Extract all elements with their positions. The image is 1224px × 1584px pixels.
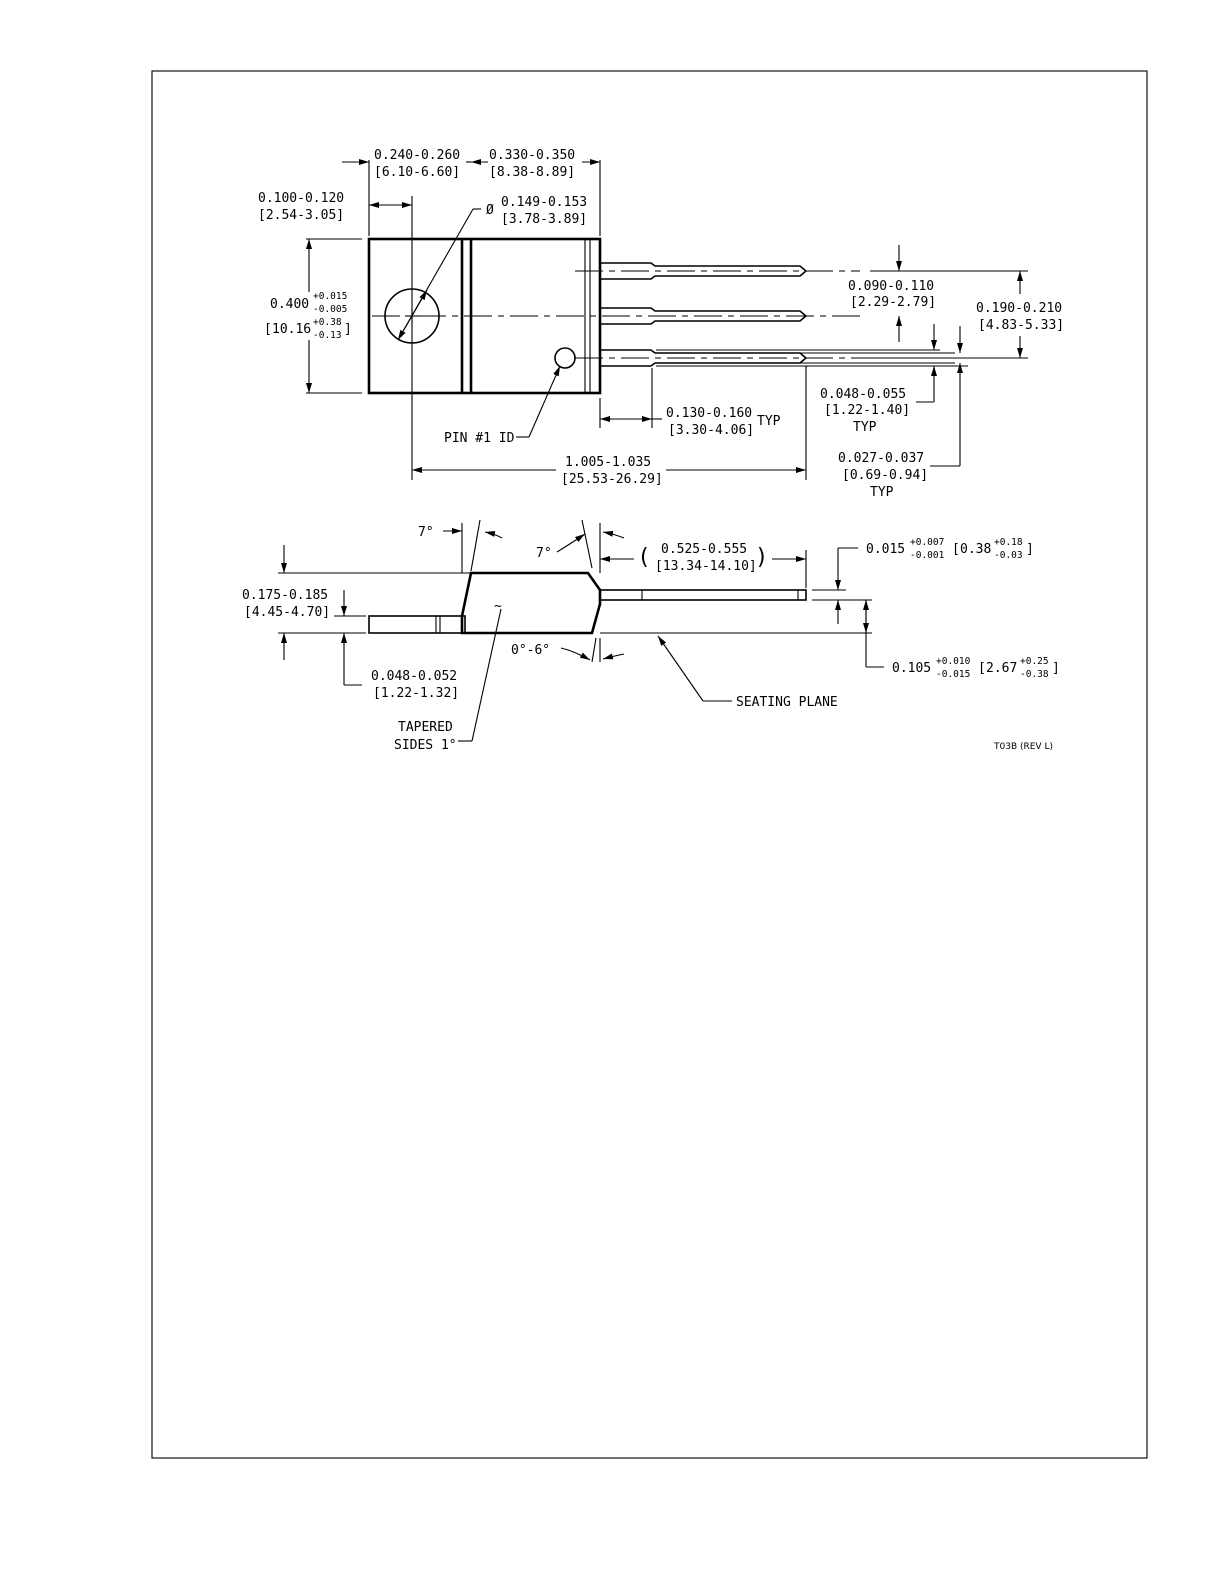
seating-height-mm-minus: -0.38 bbox=[1020, 669, 1049, 680]
side-view: 7° 7° ( 0.525-0.555 [13.34-14.10] ) 0.01… bbox=[242, 519, 1060, 753]
lead-pitch-inch: 0.090-0.110 bbox=[848, 279, 934, 294]
lead-thickness-mm-minus: -0.03 bbox=[994, 550, 1023, 561]
angle-left-label: 7° bbox=[418, 525, 434, 540]
tab-thickness-mm: [1.22-1.32] bbox=[373, 686, 459, 701]
seating-height-mm-plus: +0.25 bbox=[1020, 656, 1049, 667]
seating-height-mm-close: ] bbox=[1052, 661, 1060, 676]
body-width-mm: [8.38-8.89] bbox=[489, 165, 575, 180]
height-inch: 0.400 bbox=[270, 297, 309, 312]
side-lead-outline bbox=[599, 589, 807, 601]
height-inch-minus: -0.005 bbox=[313, 304, 347, 315]
seating-height-mm-open: [ bbox=[978, 661, 986, 676]
hole-offset-mm: [2.54-3.05] bbox=[258, 208, 344, 223]
lead-length-paren-close: ) bbox=[757, 545, 766, 570]
seating-height-mm: 2.67 bbox=[986, 661, 1017, 676]
body-height-inch: 0.175-0.185 bbox=[242, 588, 328, 603]
overall-length-mm: [25.53-26.29] bbox=[561, 472, 663, 487]
lead-wide-inch: 0.048-0.055 bbox=[820, 387, 906, 402]
angle-right-label: 7° bbox=[536, 546, 552, 561]
lead-pitch-mm: [2.29-2.79] bbox=[850, 295, 936, 310]
pin1-id-label: PIN #1 ID bbox=[444, 431, 515, 446]
tab-thickness-inch: 0.048-0.052 bbox=[371, 669, 457, 684]
seating-height-inch-minus: -0.015 bbox=[936, 669, 970, 680]
lead-wide-note: TYP bbox=[853, 420, 877, 435]
lead-narrow-inch: 0.027-0.037 bbox=[838, 451, 924, 466]
height-mm-close: ] bbox=[344, 322, 352, 337]
lead-span-mm: [4.83-5.33] bbox=[978, 318, 1064, 333]
height-mm: 10.16 bbox=[272, 322, 311, 337]
body-width-inch: 0.330-0.350 bbox=[489, 148, 575, 163]
seating-plane-label: SEATING PLANE bbox=[736, 695, 838, 710]
top-view: 0.240-0.260 [6.10-6.60] 0.330-0.350 [8.3… bbox=[258, 148, 1064, 500]
lead-wide-mm: [1.22-1.40] bbox=[824, 403, 910, 418]
lead-thickness-inch: 0.015 bbox=[866, 542, 905, 557]
height-mm-open: [ bbox=[264, 322, 272, 337]
height-mm-plus: +0.38 bbox=[313, 317, 342, 328]
body-height-mm: [4.45-4.70] bbox=[244, 605, 330, 620]
lead-thickness-mm: 0.38 bbox=[960, 542, 991, 557]
tab-outline bbox=[367, 237, 602, 395]
drawing-id: T03B (REV L) bbox=[993, 742, 1053, 752]
shoulder-length-note: TYP bbox=[757, 414, 781, 429]
lead-length-paren-open: ( bbox=[640, 545, 649, 570]
lead-thickness-inch-plus: +0.007 bbox=[910, 537, 944, 548]
lead-bend-angle: 0°-6° bbox=[511, 643, 550, 658]
lead-thickness-mm-open: [ bbox=[952, 542, 960, 557]
hole-offset-inch: 0.100-0.120 bbox=[258, 191, 344, 206]
height-mm-minus: -0.13 bbox=[313, 330, 342, 341]
lead-thickness-mm-plus: +0.18 bbox=[994, 537, 1023, 548]
overall-length-inch: 1.005-1.035 bbox=[565, 455, 651, 470]
taper-symbol: ~ bbox=[494, 599, 502, 614]
shoulder-length-mm: [3.30-4.06] bbox=[668, 423, 754, 438]
side-body-outline bbox=[460, 571, 602, 635]
hole-diameter-inch: 0.149-0.153 bbox=[501, 195, 587, 210]
page-frame bbox=[151, 70, 1148, 1459]
lead-narrow-mm: [0.69-0.94] bbox=[842, 468, 928, 483]
height-inch-plus: +0.015 bbox=[313, 291, 347, 302]
seating-height-inch: 0.105 bbox=[892, 661, 931, 676]
taper-label-line1: TAPERED bbox=[398, 720, 453, 735]
lead-length-mm: [13.34-14.10] bbox=[655, 559, 757, 574]
seating-height-inch-plus: +0.010 bbox=[936, 656, 971, 667]
lead-span-inch: 0.190-0.210 bbox=[976, 301, 1062, 316]
taper-label-line2: SIDES 1° bbox=[394, 738, 457, 753]
hole-diameter-symbol: Ø bbox=[486, 203, 494, 218]
side-tab-outline bbox=[368, 615, 466, 634]
pin1-id-marker bbox=[554, 347, 576, 369]
tab-width-mm: [6.10-6.60] bbox=[374, 165, 460, 180]
shoulder-length-inch: 0.130-0.160 bbox=[666, 406, 752, 421]
lead-thickness-inch-minus: -0.001 bbox=[910, 550, 945, 561]
hole-diameter-mm: [3.78-3.89] bbox=[501, 212, 587, 227]
lead-length-inch: 0.525-0.555 bbox=[661, 542, 747, 557]
lead-narrow-note: TYP bbox=[870, 485, 894, 500]
tab-width-inch: 0.240-0.260 bbox=[374, 148, 460, 163]
lead-thickness-mm-close: ] bbox=[1026, 542, 1034, 557]
